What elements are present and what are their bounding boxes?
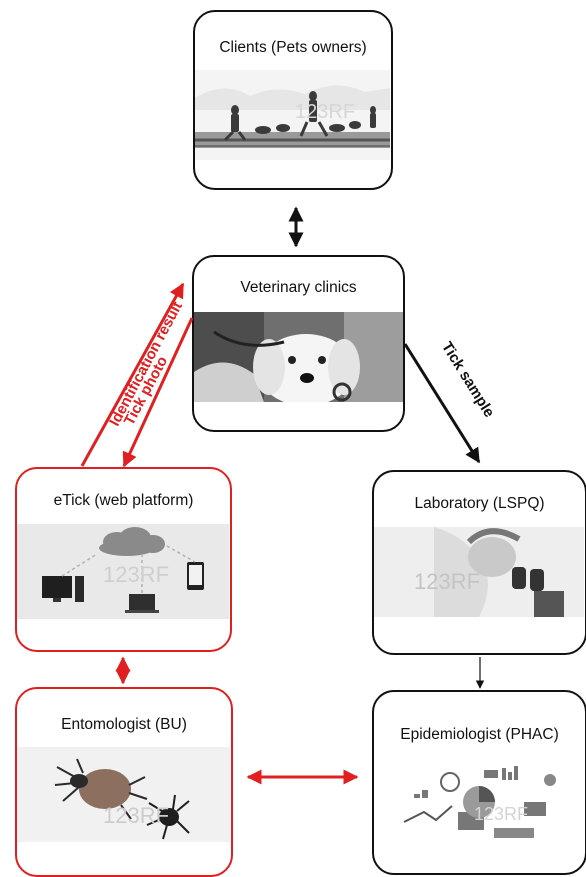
- entomologist-watermark: 123RF: [103, 803, 169, 828]
- node-etick-label: eTick (web platform): [53, 492, 194, 509]
- node-clients: Clients (Pets owners) 123RF: [193, 10, 393, 190]
- clients-watermark: 123RF: [295, 101, 355, 123]
- node-epidemiologist: Epidemiologist (PHAC) 123RF: [372, 690, 586, 875]
- node-laboratory: Laboratory (LSPQ) 123RF: [372, 470, 586, 655]
- node-vet-label: Veterinary clinics: [240, 279, 357, 296]
- arrow-tick-sample: [403, 343, 481, 464]
- vet-photo: [194, 312, 403, 402]
- arrow-identification-result: [80, 282, 185, 467]
- node-lab-label: Laboratory (LSPQ): [414, 495, 545, 512]
- node-entomologist-label: Entomologist (BU): [61, 716, 187, 733]
- node-clients-label: Clients (Pets owners): [219, 39, 367, 56]
- node-etick: eTick (web platform) 123RF: [15, 467, 232, 652]
- lab-photo: 123RF: [374, 527, 584, 617]
- node-epidemiologist-label: Epidemiologist (PHAC): [400, 726, 559, 743]
- label-identification-result: Identification result: [106, 299, 186, 429]
- etick-watermark: 123RF: [103, 562, 169, 587]
- lab-watermark: 123RF: [414, 569, 480, 594]
- clients-photo: 123RF: [195, 70, 390, 160]
- node-veterinary-clinics: Veterinary clinics: [192, 255, 405, 432]
- entomologist-photo: 123RF: [17, 747, 230, 842]
- etick-photo: 123RF: [17, 524, 229, 619]
- arrow-tick-photo: [122, 317, 194, 468]
- epidemiologist-watermark: 123RF: [474, 804, 528, 824]
- epidemiologist-infographic: 123RF: [374, 762, 584, 852]
